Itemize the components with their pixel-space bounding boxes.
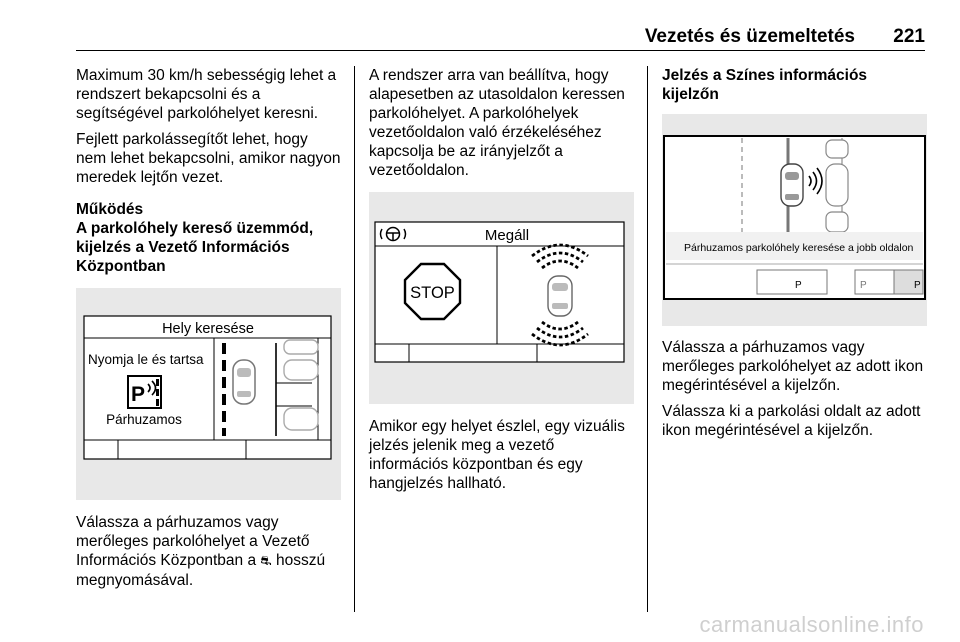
paragraph: Amikor egy helyet észlel, egy vizuális j… — [369, 418, 625, 492]
figure-stop-display: Megáll STOP — [369, 192, 634, 404]
svg-text:P: P — [131, 383, 145, 406]
side-left-icon: P — [860, 280, 867, 291]
paragraph: Maximum 30 km/h sebességig lehet a rends… — [76, 67, 337, 122]
figure-header-text: Hely keresése — [162, 321, 254, 337]
watermark: carmanualsonline.info — [699, 612, 924, 637]
paragraph: A rendszer arra van beállítva, hogy alap… — [369, 67, 625, 179]
display-caption-text: Párhuzamos parkolóhely keresése a jobb o… — [684, 242, 914, 254]
paragraph: Válassza a párhuzamos vagy merőleges par… — [76, 513, 341, 590]
stop-sign-icon: STOP — [403, 262, 462, 321]
figure-mode-text: Párhuzamos — [106, 412, 182, 427]
sensor-waves-icon — [808, 167, 823, 195]
column-separator-1 — [354, 66, 355, 612]
subsection-heading: A parkolóhely kereső üzemmód, kijelzés a… — [76, 220, 314, 275]
own-car-icon — [232, 359, 256, 405]
page-number: 221 — [893, 26, 925, 47]
figure-colour-display: Párhuzamos parkolóhely keresése a jobb o… — [662, 114, 927, 326]
section-title: Vezetés és üzemeltetés — [644, 26, 855, 47]
figure-parking-search: Hely keresése Nyomja le és tartsa P Párh… — [76, 288, 341, 500]
paragraph: Válassza a párhuzamos vagy merőleges par… — [662, 339, 924, 394]
car-top-icon — [547, 275, 573, 317]
section-heading: Működés — [76, 201, 144, 218]
svg-text:STOP: STOP — [410, 284, 455, 302]
header-rule — [76, 50, 925, 51]
parallel-parking-icon: P — [795, 280, 802, 291]
column-2: A rendszer arra van beállítva, hogy alap… — [369, 66, 634, 500]
steering-assist-icon — [379, 226, 407, 242]
side-right-icon: P — [914, 280, 921, 291]
figure-instruction-text: Nyomja le és tartsa — [88, 352, 204, 367]
paragraph: Fejlett parkolássegítőt lehet, hogy nem … — [76, 131, 341, 186]
page-header: Vezetés és üzemeltetés 221 — [76, 26, 925, 50]
figure-header-text: Megáll — [485, 227, 529, 244]
column-3: Jelzés a Színes információs kijelzőn — [662, 66, 927, 447]
paragraph-text: hosszú megnyomásával. — [76, 552, 326, 589]
paragraph-text: Válassza a párhuzamos vagy merőleges par… — [76, 514, 310, 569]
parked-cars-icons — [283, 339, 319, 431]
parked-cars-icons — [825, 139, 849, 233]
paragraph: Válassza ki a parkolási oldalt az adott … — [662, 403, 921, 439]
own-car-icon — [780, 163, 804, 207]
parking-mode-buttons — [756, 269, 924, 295]
parking-sensor-arcs — [531, 243, 589, 347]
section-heading: Jelzés a Színes információs kijelzőn — [662, 67, 868, 103]
column-separator-2 — [647, 66, 648, 612]
column-1: Maximum 30 km/h sebességig lehet a rends… — [76, 66, 341, 597]
parking-button-icon: ⛐ — [260, 554, 272, 569]
parking-assist-icon: P — [127, 375, 162, 409]
